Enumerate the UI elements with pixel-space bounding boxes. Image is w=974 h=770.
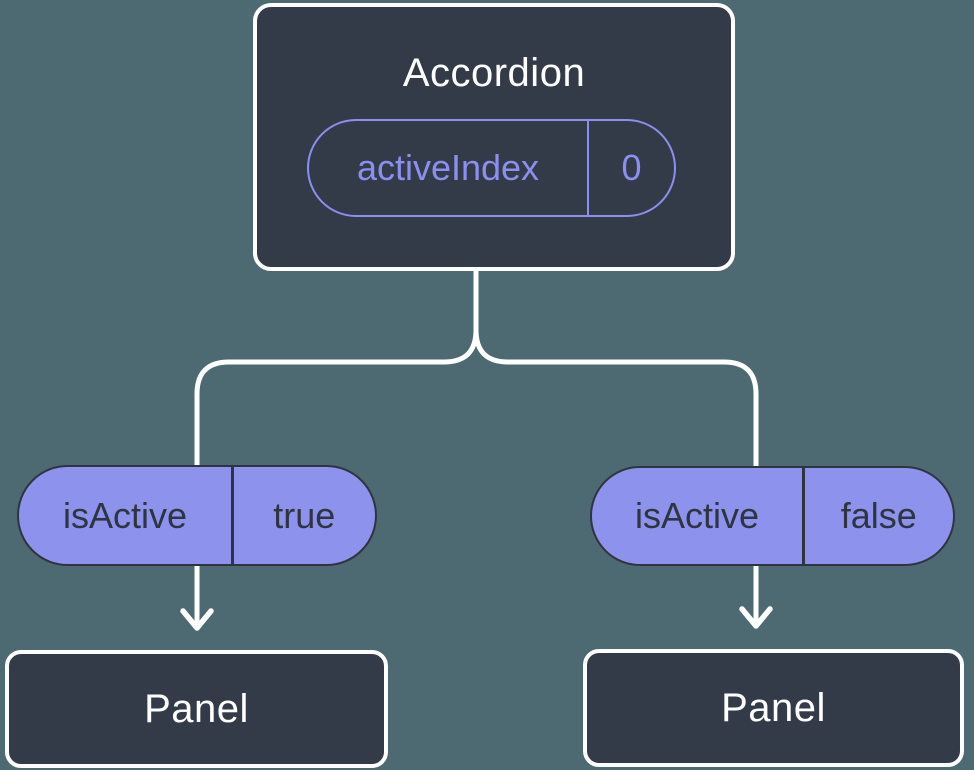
state-value: 0 (621, 147, 642, 188)
connector-right-branch (473, 264, 759, 625)
accordion-node-title: Accordion (402, 51, 586, 95)
state-pill-divider (587, 121, 589, 215)
arrow-down-icon (180, 608, 214, 631)
panel-node-right: Panel (583, 649, 964, 767)
connector-left-branch (194, 264, 479, 627)
prop-name: isActive (62, 494, 188, 536)
panel-node-title: Panel (721, 685, 826, 730)
state-name: activeIndex (356, 147, 540, 188)
prop-pill-divider (231, 467, 234, 564)
accordion-node: Accordion activeIndex 0 (253, 3, 735, 271)
panel-node-left: Panel (5, 650, 388, 768)
prop-pill-divider (802, 468, 805, 564)
arrow-down-icon (739, 606, 773, 629)
prop-value: true (273, 494, 336, 536)
prop-pill-left: isActive true (17, 465, 377, 566)
prop-value: false (840, 495, 917, 536)
state-pill: activeIndex 0 (307, 119, 676, 217)
prop-name: isActive (634, 495, 760, 536)
prop-pill-right: isActive false (590, 466, 955, 566)
panel-node-title: Panel (144, 686, 249, 731)
